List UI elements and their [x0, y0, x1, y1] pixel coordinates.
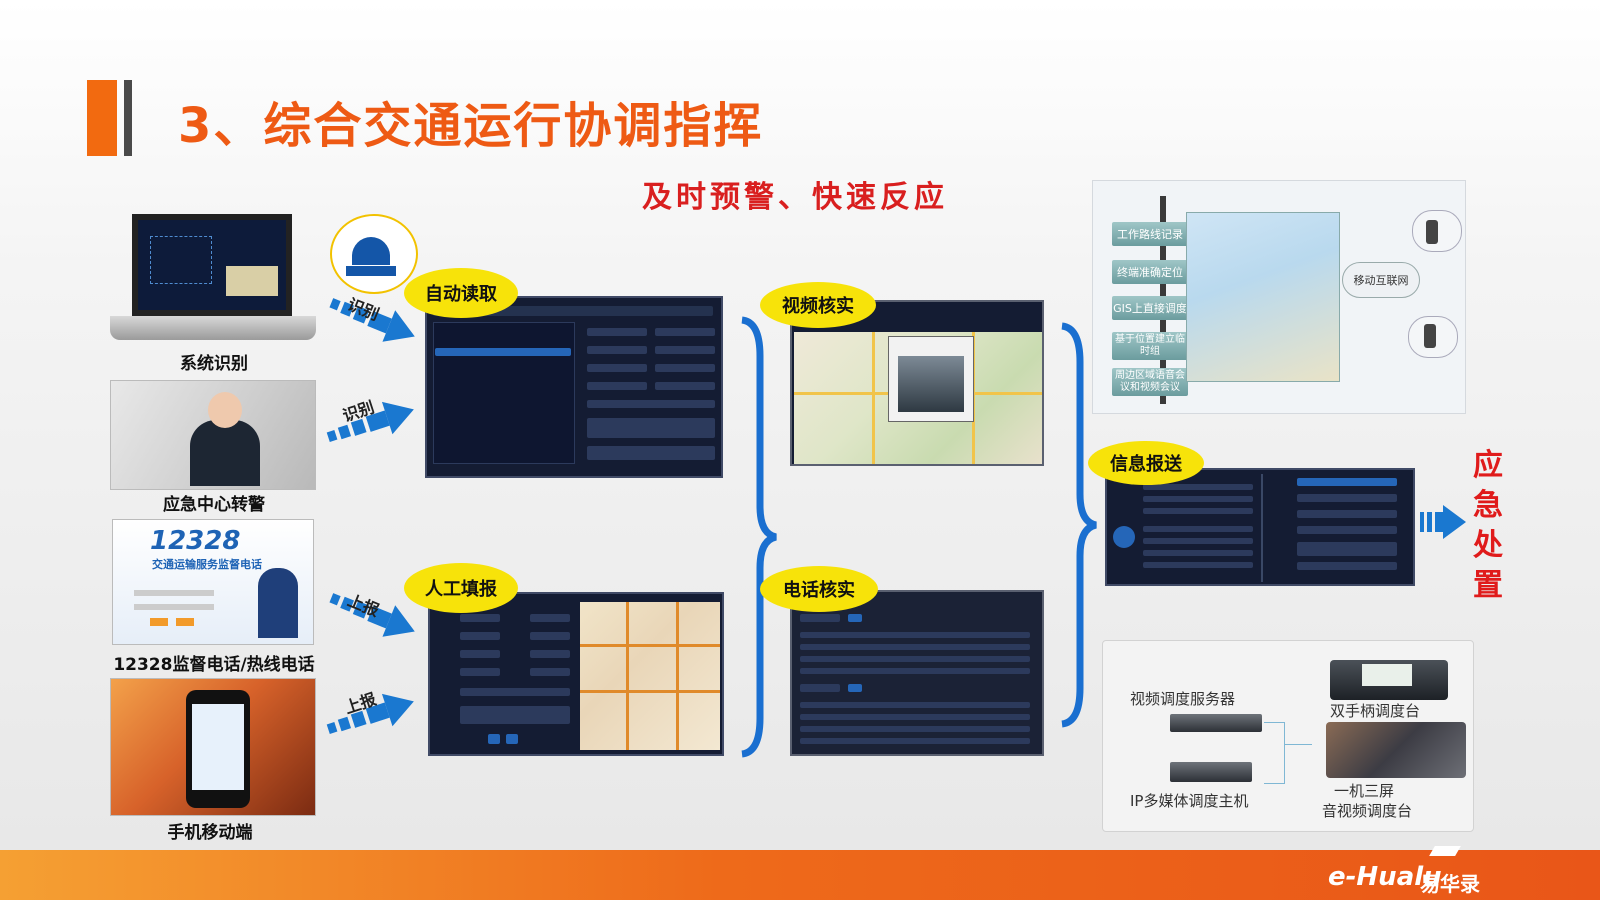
- step-badge-phone-verify: 电话核实: [760, 566, 878, 612]
- equipment-label-av-console: 音视频调度台: [1322, 802, 1413, 820]
- title-accent-bar: [87, 80, 117, 156]
- laptop-screen-diagram: [150, 236, 212, 284]
- step-badge-auto-read: 自动读取: [404, 268, 518, 318]
- gis-map-image: [1186, 212, 1340, 382]
- radio-device-icon: [1426, 220, 1438, 244]
- bracket-icon: [741, 316, 777, 758]
- page-title: 3、综合交通运行协调指挥: [178, 98, 764, 154]
- bracket-icon: [1061, 322, 1097, 728]
- alarm-icon: [352, 237, 390, 265]
- hotline-form-field: [134, 604, 214, 610]
- step-badge-manual-fill: 人工填报: [404, 563, 518, 613]
- connector-line: [1264, 722, 1285, 784]
- step-badge-info-report: 信息报送: [1088, 441, 1204, 485]
- equipment-label-three-screen: 一机三屏: [1334, 782, 1395, 800]
- source-label-system: 系统识别: [180, 354, 248, 374]
- arrow-right-icon: [326, 401, 414, 442]
- source-label-emergency: 应急中心转警: [163, 495, 265, 515]
- arrow-right-icon: [1420, 505, 1466, 539]
- mobile-phone-screen: [192, 704, 244, 790]
- source-label-mobile: 手机移动端: [167, 823, 253, 843]
- laptop-screen-map: [226, 266, 278, 296]
- brand-logo: e-Hualu: [1328, 862, 1442, 892]
- laptop-screen-image: [132, 214, 292, 316]
- page-subtitle: 及时预警、快速反应: [642, 180, 948, 215]
- gis-feature-locate: 终端准确定位: [1112, 260, 1188, 284]
- hotline-form-button: [176, 618, 194, 626]
- result-text: 应急处置: [1473, 448, 1503, 603]
- info-report-panel: [1105, 468, 1415, 586]
- hotline-form-button: [150, 618, 168, 626]
- hotline-agent-figure: [258, 568, 298, 638]
- hotline-logo-sub: 交通运输服务监督电话: [152, 558, 262, 571]
- arrow-right-icon: [326, 693, 414, 734]
- host-device-image: [1170, 762, 1252, 782]
- source-label-hotline: 12328监督电话/热线电话: [113, 655, 315, 675]
- connector-line: [1284, 744, 1312, 745]
- result-label: 应急处置: [1468, 446, 1508, 606]
- equipment-label-dual-console: 双手柄调度台: [1330, 702, 1421, 720]
- equipment-label-server: 视频调度服务器: [1130, 690, 1236, 708]
- video-verify-panel: [790, 300, 1044, 466]
- internet-cloud-icon: 移动互联网: [1342, 262, 1420, 298]
- dual-handset-console-screen: [1362, 664, 1412, 686]
- phone-verify-panel: [790, 590, 1044, 756]
- manual-fill-panel: [428, 592, 724, 756]
- gis-feature-route: 工作路线记录: [1112, 222, 1188, 246]
- auto-read-panel: [425, 296, 723, 478]
- operator-figure: [190, 420, 260, 486]
- arrow-right-icon: [329, 298, 415, 342]
- equipment-label-host: IP多媒体调度主机: [1130, 792, 1249, 810]
- three-screen-console-photo: [1326, 722, 1466, 778]
- step-badge-video-verify: 视频核实: [760, 282, 876, 328]
- server-device-image: [1170, 714, 1262, 732]
- footer-bar: [0, 850, 1600, 900]
- smartphone-device-icon: [1424, 324, 1436, 348]
- gis-feature-temp-group: 基于位置建立临时组: [1112, 332, 1188, 360]
- arrow-right-icon: [329, 593, 415, 637]
- brand-logo-cn: 易华录: [1420, 872, 1480, 896]
- gis-feature-dispatch: GIS上直接调度: [1112, 296, 1188, 320]
- alarm-icon-base: [346, 266, 396, 276]
- laptop-base-image: [110, 316, 316, 340]
- operator-head: [208, 392, 242, 428]
- gis-feature-conference: 周边区域语音会议和视频会议: [1112, 368, 1188, 396]
- hotline-logo: 12328: [150, 526, 241, 556]
- hotline-form-field: [134, 590, 214, 596]
- title-accent-bar-dark: [124, 80, 132, 156]
